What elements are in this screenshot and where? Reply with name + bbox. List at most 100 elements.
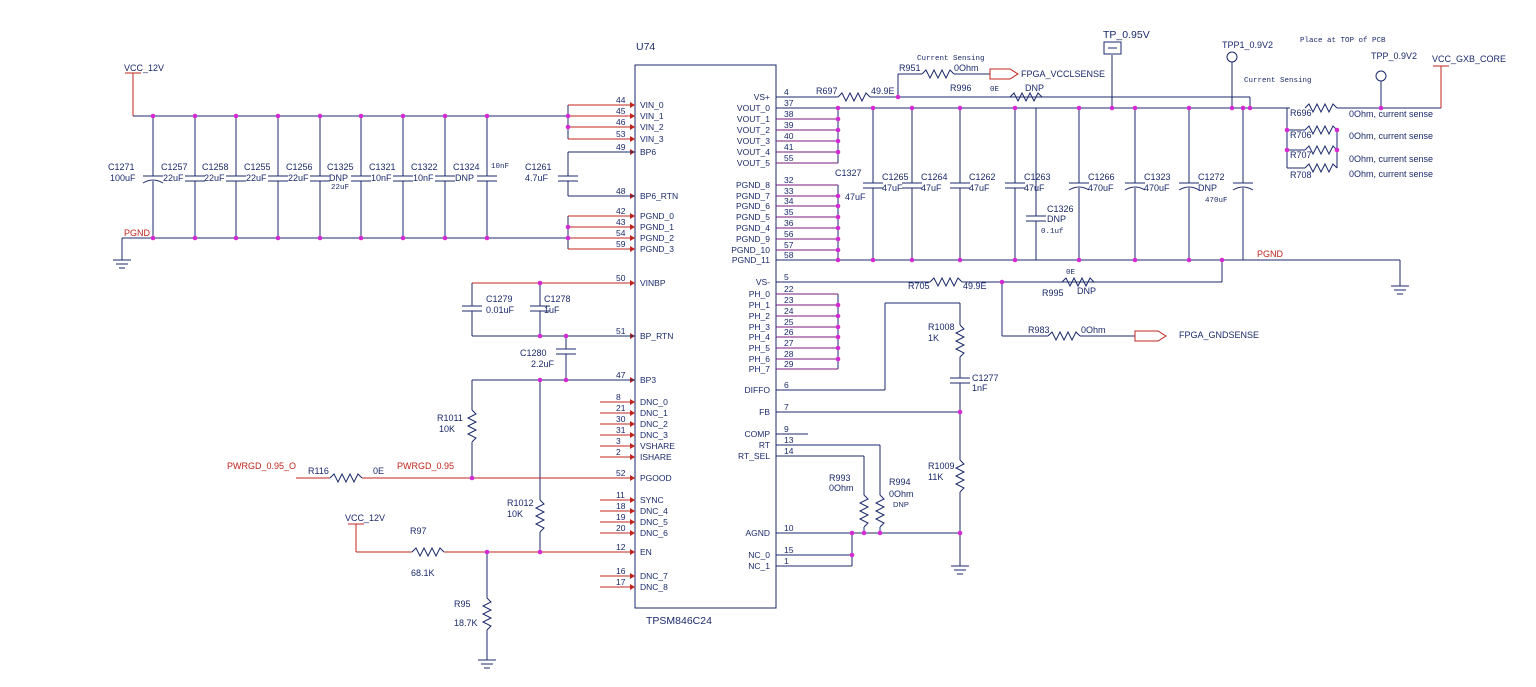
cap-ref: C1271 [108, 162, 135, 172]
r983-value: 0Ohm [1081, 325, 1106, 335]
r1009-ref: R1009 [928, 461, 955, 471]
sense-resistor-value: 0Ohm, current sense [1349, 169, 1433, 179]
r116-value: 0E [373, 466, 384, 476]
c1272-alt-value: 470uF [1205, 197, 1228, 205]
junction-dot [909, 105, 915, 111]
pin-name: PH_3 [749, 322, 771, 332]
r95-ref: R95 [454, 599, 471, 609]
cap-ref: C1265 [882, 172, 909, 182]
cap-ref: C1325 [327, 162, 354, 172]
pin-number: 48 [616, 186, 626, 196]
pin-name: BP3 [640, 375, 656, 385]
pin-number: 39 [784, 120, 794, 130]
r697-value: 49.9E [871, 86, 895, 96]
r705-ref: R705 [908, 281, 930, 291]
pin-number: 14 [784, 446, 794, 456]
junction-dot [909, 257, 915, 263]
vcc12v-en-label: VCC_12V [345, 513, 385, 523]
junction-dot [275, 235, 281, 241]
r995-value: 0E [1066, 269, 1076, 277]
pin-number: 11 [616, 490, 625, 500]
cap-plate-curved [142, 179, 164, 184]
pin-number: 2 [616, 447, 621, 457]
pin-name: PGOOD [640, 473, 672, 483]
cap-ref: C1257 [161, 162, 188, 172]
c1279-ref: C1279 [486, 294, 513, 304]
c1325-alt-value: 22uF [331, 184, 349, 192]
pin-name: PGND_6 [736, 201, 770, 211]
cap-ref: C1255 [244, 162, 271, 172]
sense-resistor-ref: R708 [1290, 170, 1312, 180]
tp095-label: TP_0.95V [1103, 29, 1150, 41]
r996-dnp: DNP [1025, 83, 1044, 93]
pin-name: DNC_2 [640, 419, 668, 429]
r951-ref: R951 [899, 63, 921, 73]
pin-number: 38 [784, 109, 794, 119]
pin-number: 16 [616, 566, 626, 576]
pin-name: DNC_5 [640, 517, 668, 527]
pin-name: VSHARE [640, 441, 675, 451]
c1280-value: 2.2uF [531, 359, 555, 369]
pin-name: DIFFO [745, 385, 771, 395]
pin-number: 3 [616, 436, 621, 446]
cap-value: 47uF [921, 183, 942, 193]
pin-name: PH_0 [749, 289, 771, 299]
cap-value: 10nF [371, 173, 392, 183]
place-top-note: Place at TOP of PCB [1300, 37, 1386, 45]
pin-number: 31 [616, 425, 626, 435]
pin-name: VOUT_4 [737, 147, 770, 157]
r996-ref: R996 [950, 83, 972, 93]
tpp-label: TPP_0.9V2 [1371, 51, 1417, 61]
pin-number: 21 [616, 403, 626, 413]
pin-number: 37 [784, 98, 794, 108]
cap-ref: C1258 [202, 162, 229, 172]
c1261-value: 4.7uF [525, 173, 549, 183]
pin-number: 35 [784, 207, 794, 217]
c1327-value: 47uF [845, 192, 866, 202]
r993-ref: R993 [829, 473, 851, 483]
junction-dot [1012, 105, 1018, 111]
pin-name: BP6_RTN [640, 191, 678, 201]
r994-value: 0Ohm [889, 489, 914, 499]
r1008-value: 1K [928, 333, 939, 343]
current-sensing-1: Current Sensing [917, 55, 985, 63]
pin-number: 25 [784, 317, 794, 327]
junction-dot [957, 257, 963, 263]
pin-name: PGND_8 [736, 180, 770, 190]
pin-name: VIN_3 [640, 134, 664, 144]
cap-value: 47uF [969, 183, 990, 193]
cap-value: DNP [455, 173, 474, 183]
r994-dnp: DNP [893, 500, 909, 509]
pin-number: 13 [784, 435, 794, 445]
cap-value: 22uF [246, 173, 267, 183]
pin-name: DNC_7 [640, 571, 668, 581]
pin-number: 22 [784, 284, 794, 294]
junction-dot [870, 105, 876, 111]
pin-name: RT_SEL [738, 451, 770, 461]
pin-name: DNC_8 [640, 582, 668, 592]
pin-name: COMP [745, 429, 771, 439]
cap-plate-curved [1068, 186, 1090, 191]
output-capacitors: C126547uFC126447uFC126247uFC126347uFC126… [863, 105, 1254, 263]
junction-dot [317, 113, 323, 119]
pin-name: ISHARE [640, 452, 672, 462]
junction-dot [400, 235, 406, 241]
pin-number: 4 [784, 87, 789, 97]
junction-dot [1132, 257, 1138, 263]
pin-name: AGND [745, 528, 770, 538]
pwrgd-label: PWRGD_0.95 [397, 461, 454, 471]
pin-number: 58 [784, 250, 794, 260]
junction-dot [317, 235, 323, 241]
pin-number: 29 [784, 359, 794, 369]
pin-number: 41 [784, 142, 794, 152]
cap-value: 47uF [882, 183, 903, 193]
cap-value: 22uF [204, 173, 225, 183]
pin-name: PGND_10 [731, 245, 770, 255]
current-sensing-2: Current Sensing [1244, 77, 1312, 85]
pin-name: PGND_4 [736, 223, 770, 233]
sense-resistor-value: 0Ohm, current sense [1349, 131, 1433, 141]
cap-value: 10nF [413, 173, 434, 183]
pin-number: 34 [784, 196, 794, 206]
pin-name: PGND_5 [736, 212, 770, 222]
r995-dnp: DNP [1077, 286, 1096, 296]
